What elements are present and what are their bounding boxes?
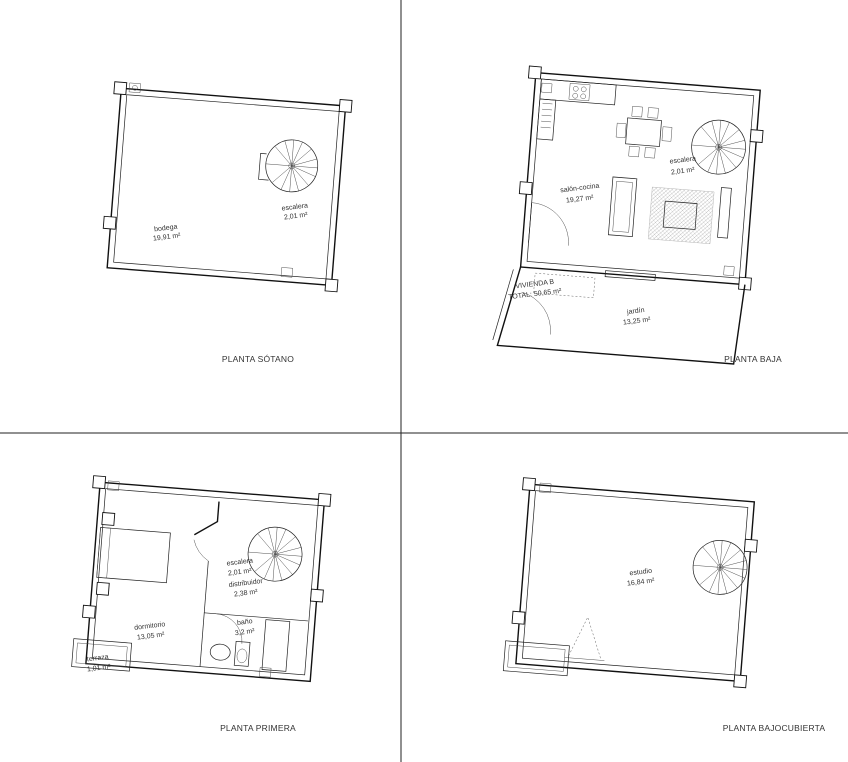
room-name-escalera-primera: escalera xyxy=(226,557,253,567)
room-area-terraza: 1,01 m² xyxy=(87,664,112,674)
plan-baja xyxy=(492,65,764,365)
room-area-escalera: 2,01 m² xyxy=(284,212,309,222)
spiral-stair-icon xyxy=(692,540,748,595)
room-name-bodega: bodega xyxy=(154,224,178,234)
spiral-stair-icon xyxy=(258,139,319,193)
unit-name: VIVIENDA B xyxy=(515,279,555,291)
plan-title-primera: PLANTA PRIMERA xyxy=(220,723,296,733)
room-name-escalera: escalera xyxy=(281,202,308,212)
room-area-escalera-primera: 2,01 m² xyxy=(228,568,253,578)
room-area-dormitorio: 13,05 m² xyxy=(137,631,166,641)
spiral-stair-icon xyxy=(691,119,746,175)
room-name-bano: baño xyxy=(237,618,253,627)
room-name-estudio: estudio xyxy=(629,568,652,578)
room-name-dormitorio: dormitorio xyxy=(134,621,166,632)
room-area-salon-cocina: 19,27 m² xyxy=(566,194,595,204)
room-name-terraza: terraza xyxy=(87,654,110,664)
plan-sotano xyxy=(102,81,353,293)
room-area-escalera-baja: 2,01 m² xyxy=(671,167,696,177)
room-area-distribuidor: 2,38 m² xyxy=(234,589,259,599)
spiral-stair-icon xyxy=(247,526,303,582)
room-name-distribuidor: distribuidor xyxy=(228,578,263,589)
room-area-estudio: 16,84 m² xyxy=(627,577,656,587)
room-area-bodega: 19,91 m² xyxy=(153,232,182,242)
room-name-jardin: jardín xyxy=(626,307,645,316)
room-area-bano: 3,2 m² xyxy=(235,628,256,637)
plan-title-baja: PLANTA BAJA xyxy=(724,354,782,364)
plan-primera xyxy=(71,475,332,683)
plan-title-sotano: PLANTA SÓTANO xyxy=(222,354,294,364)
room-name-salon-cocina: salón-cocina xyxy=(560,183,600,195)
room-area-jardin: 13,25 m² xyxy=(623,316,652,326)
plan-title-bajocubierta: PLANTA BAJOCUBIERTA xyxy=(723,723,826,733)
room-name-escalera-baja: escalera xyxy=(669,155,696,165)
plan-bajocubierta xyxy=(502,477,758,689)
